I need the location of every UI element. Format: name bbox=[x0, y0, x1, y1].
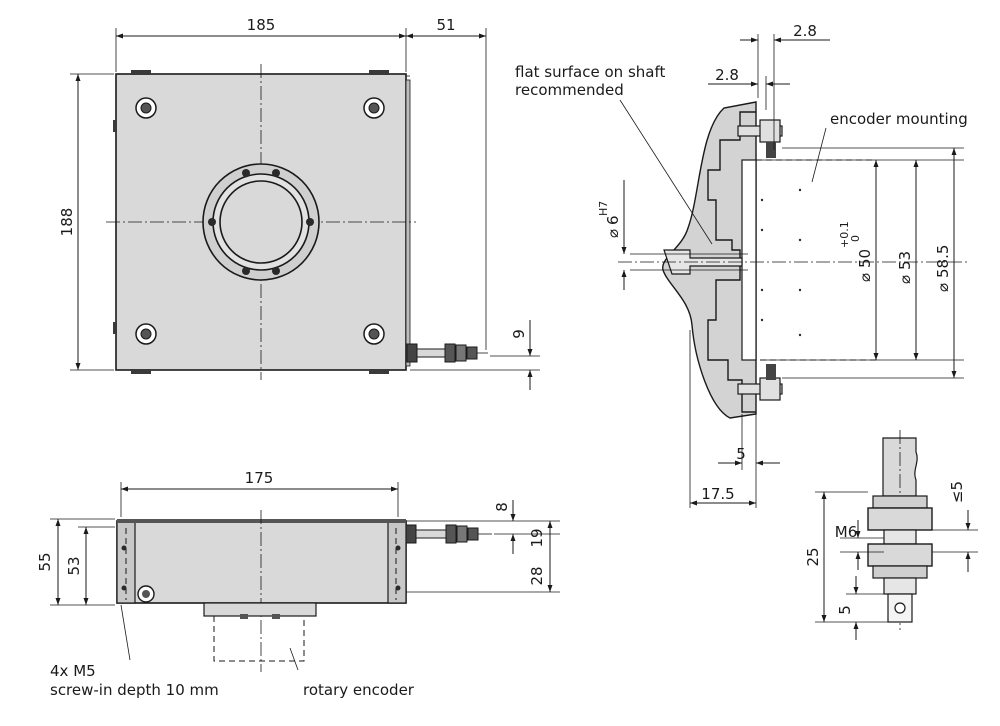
section-view: flat surface on shaft recommended 2.8 2.… bbox=[515, 22, 970, 508]
side-height-inner-dimension: 53 bbox=[65, 556, 83, 575]
cable-height-dimension: 8 bbox=[493, 502, 511, 512]
cable-fitting bbox=[406, 343, 488, 363]
mounting-hole bbox=[135, 323, 157, 345]
encoder-mounting-label: encoder mounting bbox=[830, 110, 968, 128]
mounting-hole bbox=[363, 323, 385, 345]
side-cable-fitting bbox=[405, 524, 492, 544]
top-width-dimension: 185 bbox=[247, 16, 276, 34]
connector-pin: 5 bbox=[836, 605, 854, 615]
bore-58-5: 58.5 bbox=[934, 245, 952, 278]
rotary-encoder-label: rotary encoder bbox=[303, 681, 415, 699]
depth-5: 5 bbox=[736, 445, 746, 463]
center-flange bbox=[202, 163, 320, 281]
connector-thread: M6 bbox=[835, 523, 858, 541]
mounting-hole bbox=[135, 97, 157, 119]
flat-surface-note-line1: flat surface on shaft bbox=[515, 63, 665, 81]
connector-nut: ≤5 bbox=[948, 481, 966, 503]
connector-length: 25 bbox=[804, 547, 822, 566]
depth-17-5: 17.5 bbox=[701, 485, 734, 503]
side-view-housing bbox=[116, 520, 407, 604]
rotary-encoder bbox=[203, 602, 317, 662]
top-offset-dimension: 51 bbox=[436, 16, 455, 34]
diameter-symbol: ⌀ bbox=[896, 275, 914, 284]
shaft-diameter: 6 bbox=[604, 215, 622, 225]
connector-view: 25 M6 ≤5 5 bbox=[804, 430, 978, 640]
dimension-2-8-top: 2.8 bbox=[793, 22, 817, 40]
bore-50: 50 bbox=[856, 249, 874, 268]
side-height-outer-dimension: 55 bbox=[36, 552, 54, 571]
diameter-symbol: ⌀ bbox=[604, 229, 622, 238]
dimension-2-8-mid: 2.8 bbox=[715, 66, 739, 84]
cable-offset-dimension: 9 bbox=[510, 329, 528, 339]
bore-50-tol-upper: +0.1 bbox=[838, 221, 851, 248]
flat-surface-note-line2: recommended bbox=[515, 81, 624, 99]
bore-50-tol-lower: 0 bbox=[849, 235, 862, 242]
diameter-symbol: ⌀ bbox=[934, 283, 952, 292]
top-view: 185 51 188 9 bbox=[58, 16, 540, 390]
screws-note-line2: screw-in depth 10 mm bbox=[50, 681, 219, 699]
screws-note-line1: 4x M5 bbox=[50, 662, 96, 680]
dimension-28: 28 bbox=[528, 566, 546, 585]
mounting-hole bbox=[363, 97, 385, 119]
shaft-fit: H7 bbox=[597, 201, 610, 216]
top-height-dimension: 188 bbox=[58, 208, 76, 237]
bore-53: 53 bbox=[896, 251, 914, 270]
side-length-dimension: 175 bbox=[245, 469, 274, 487]
side-view: 175 55 53 8 19 28 4x M5 screw-in depth 1… bbox=[36, 469, 560, 699]
diameter-symbol: ⌀ bbox=[856, 273, 874, 282]
dimension-19: 19 bbox=[528, 528, 546, 547]
